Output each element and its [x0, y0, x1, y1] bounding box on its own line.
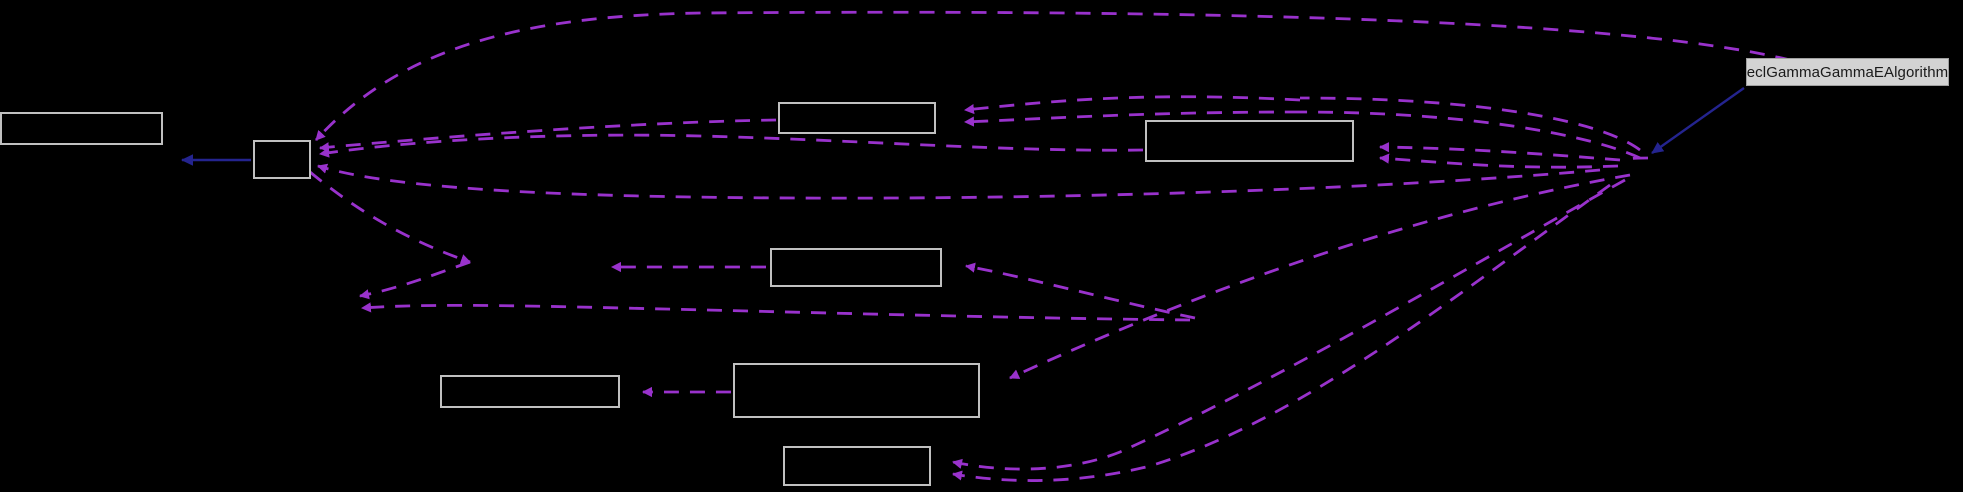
edge-node9-to-node3-b: [964, 110, 1301, 127]
graph-node-8[interactable]: [783, 446, 931, 486]
edge-node5-to-node2: [309, 170, 471, 264]
edge-node9-to-node8-a: [952, 178, 1626, 471]
graph-node-5[interactable]: [770, 248, 942, 287]
edge-lowarc-to-node2: [317, 163, 1601, 200]
inheritance-edges: [181, 87, 1745, 166]
edge-node9-to-hub: [1651, 87, 1745, 154]
edge-node9-to-node3-a: [964, 95, 1301, 115]
edge-to-node5: [965, 262, 1196, 320]
graph-node-1[interactable]: [0, 112, 163, 145]
usage-edges: [309, 10, 1791, 482]
edge-cluster-a-to-node2: [359, 260, 471, 300]
edge-hub-strand-1: [1627, 156, 1649, 161]
graph-node-7[interactable]: [733, 363, 980, 418]
edge-node3-to-node2: [319, 118, 777, 153]
edge-cluster-b: [361, 302, 1191, 322]
edge-node9-to-node7: [1009, 173, 1631, 380]
edge-node4-to-node2: [319, 133, 1144, 158]
graph-node-eclgammagammaealgorithm[interactable]: eclGammaGammaEAlgorithm: [1746, 58, 1949, 86]
graph-node-6[interactable]: [440, 375, 620, 408]
edge-node9-to-node4-a: [1379, 142, 1621, 162]
graph-node-2[interactable]: [253, 140, 311, 179]
edge-node9-to-node4-b: [1379, 153, 1619, 169]
edge-top-arc-to-node2: [314, 10, 1791, 141]
graph-node-4[interactable]: [1145, 120, 1354, 162]
edge-node9-to-node8-b: [952, 183, 1611, 482]
graph-node-3[interactable]: [778, 102, 936, 134]
graph-node-9-label: eclGammaGammaEAlgorithm: [1746, 63, 1949, 81]
